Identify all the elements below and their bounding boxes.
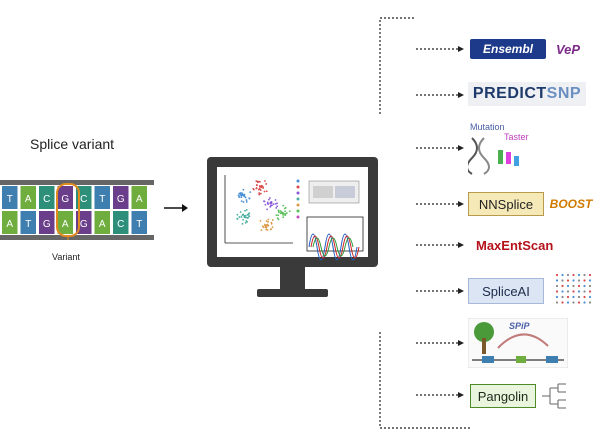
mutation-label: Mutation	[470, 122, 505, 132]
scatter-plot-icon	[236, 180, 291, 232]
boost-logo: BOOST	[549, 197, 593, 211]
taster-label: Taster	[504, 132, 529, 142]
base-bottom-letter-1: T	[25, 219, 31, 230]
spliceai-logo: SpliceAI	[468, 278, 544, 304]
base-top-letter-0: T	[7, 194, 13, 205]
base-top-3	[57, 186, 73, 209]
arrow-ensembl	[416, 46, 464, 52]
arrow-pangolin	[416, 392, 464, 398]
bottom-backbone	[0, 235, 154, 240]
base-top-5	[94, 186, 110, 209]
variant-label: Variant	[52, 252, 80, 262]
base-top-2	[39, 186, 55, 209]
base-top-letter-6: G	[117, 194, 125, 205]
bracket-top	[379, 17, 414, 114]
computer-monitor-icon	[207, 157, 378, 297]
arrow-predictsnp	[416, 92, 464, 98]
base-bottom-2	[39, 211, 55, 234]
maxentscan-label: MaxEntScan	[476, 238, 554, 253]
arrow-right-icon	[164, 204, 188, 212]
spip-label: SPiP	[509, 321, 530, 331]
ensembl-logo: Ensembl	[470, 39, 546, 59]
base-bottom-5	[94, 211, 110, 234]
base-top-letter-5: T	[99, 194, 105, 205]
dna-helix-icon	[468, 137, 519, 175]
base-top-letter-2: C	[43, 194, 50, 205]
base-bottom-7	[131, 211, 147, 234]
base-bottom-letter-4: G	[80, 219, 88, 230]
base-bottom-letter-3: A	[62, 219, 69, 230]
base-top-7	[131, 186, 147, 209]
arrow-spip	[416, 340, 464, 346]
base-bottom-1	[20, 211, 36, 234]
page-title: Splice variant	[30, 136, 115, 152]
arrow-nnsplice	[416, 201, 464, 207]
base-bottom-3	[57, 211, 73, 234]
base-top-6	[113, 186, 129, 209]
dot-grid-icon	[555, 273, 592, 304]
base-top-letter-4: C	[80, 194, 87, 205]
base-bottom-letter-2: G	[43, 219, 51, 230]
base-bottom-letter-7: T	[136, 219, 142, 230]
arrow-mutationtaster	[416, 145, 464, 151]
pangolin-logo: Pangolin	[470, 384, 536, 408]
base-top-letter-7: A	[136, 194, 143, 205]
base-bottom-6	[113, 211, 129, 234]
top-backbone	[0, 180, 154, 185]
base-top-0	[2, 186, 18, 209]
base-top-1	[20, 186, 36, 209]
base-bottom-letter-0: A	[6, 219, 13, 230]
base-bottom-letter-5: A	[99, 219, 106, 230]
tree-icon	[542, 383, 566, 409]
nnsplice-logo: NNSplice	[468, 192, 544, 216]
base-bottom-0	[2, 211, 18, 234]
arrow-maxentscan	[416, 242, 464, 248]
base-top-letter-3: G	[61, 194, 69, 205]
base-bottom-letter-6: C	[117, 219, 124, 230]
arrow-spliceai	[416, 288, 464, 294]
vep-logo: VeP	[555, 41, 581, 57]
base-top-letter-1: A	[25, 194, 32, 205]
spip-diagram-icon	[468, 318, 568, 368]
bracket-bottom	[379, 332, 472, 429]
